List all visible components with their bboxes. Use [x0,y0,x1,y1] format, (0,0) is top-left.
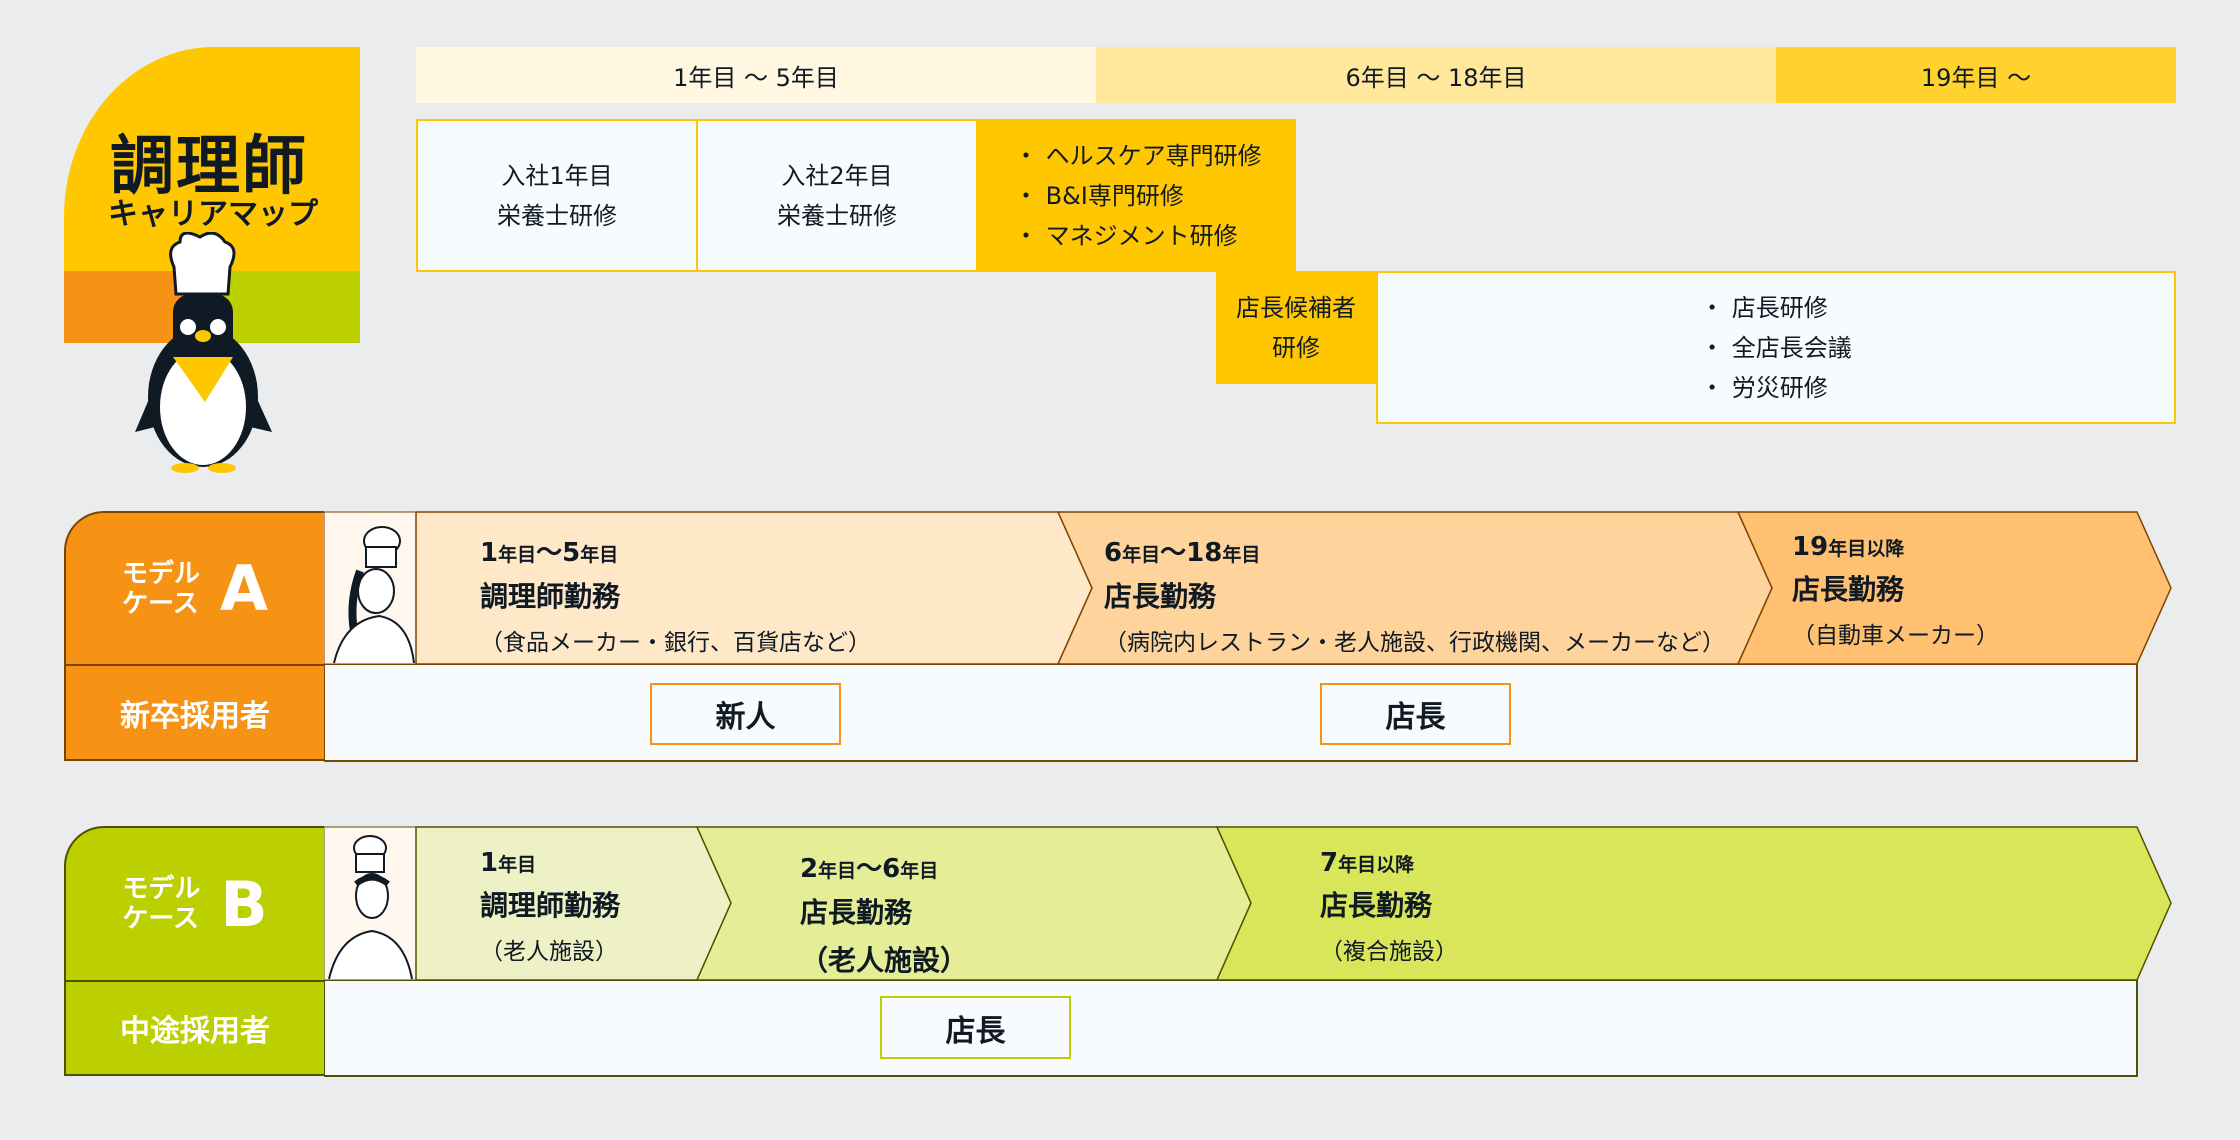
role-store-manager: 店長 [1320,683,1511,745]
training-year1: 入社1年目栄養士研修 [416,119,698,272]
training-item: ・ 店長研修 [1700,293,1828,322]
stage-a2: 6年目～18年目 店長勤務 （病院内レストラン・老人施設、行政機関、メーカーなど… [1104,532,1725,657]
stage-b2: 2年目～6年目 店長勤務 （老人施設） [800,848,968,979]
year-unit: 年目以降 [1338,854,1415,876]
training-item: ・ 労災研修 [1700,373,1828,402]
stage-arrow [695,826,1252,981]
stage-title: 店長勤務 [1104,580,1217,613]
stage-note: （老人施設） [800,944,969,977]
role-track [324,979,2138,1077]
period-years-1-5: 1年目 ～ 5年目 [416,47,1096,103]
chef-illustration [333,526,415,664]
year-num: 1 [480,538,499,568]
hire-type-mid-career: 中途採用者 [64,980,324,1076]
year-num: 5 [562,538,581,568]
stage-b1: 1年目 調理師勤務 （老人施設） [480,848,620,966]
hire-type-new-grad: 新卒採用者 [64,664,324,761]
training-item: ・ マネジメント研修 [1014,221,1238,250]
stage-title: 店長勤務 [800,896,913,929]
period-years-6-18: 6年目 ～ 18年目 [1096,47,1776,103]
case-label: ケース [122,588,199,619]
model-label: モデル [122,558,201,589]
year-num: 6 [882,854,901,884]
year-num: 2 [800,854,819,884]
year-unit: 年目以降 [1828,538,1905,560]
year-num: 19 [1792,532,1829,562]
role-track [324,663,2138,762]
training-item: ・ B&I専門研修 [1014,181,1184,210]
role-store-manager: 店長 [880,996,1071,1059]
training-item: ・ ヘルスケア専門研修 [1014,141,1262,170]
stage-note: （老人施設） [480,939,618,965]
year-num: 7 [1320,848,1339,878]
page-title: 調理師 [110,130,308,204]
period-years-19-plus: 19年目 ～ [1776,47,2176,103]
training-label: 栄養士研修 [777,201,897,230]
year-num: 6 [1104,538,1123,568]
stage-note: （病院内レストラン・老人施設、行政機関、メーカーなど） [1104,630,1725,656]
stage-note: （食品メーカー・銀行、百貨店など） [480,630,871,656]
training-item: ・ 全店長会議 [1700,333,1852,362]
year-unit: 年目 [818,860,857,882]
year-sep: ～ [856,854,883,884]
penguin-mascot-icon [135,232,272,473]
model-b-timeline [324,826,2172,1077]
model-a-timeline [324,511,2172,762]
stage-a3: 19年目以降 店長勤務 （自動車メーカー） [1792,532,1999,650]
stage-b3: 7年目以降 店長勤務 （複合施設） [1320,848,1458,966]
training-label: 栄養士研修 [497,201,617,230]
stage-title: 調理師勤務 [480,889,621,922]
model-letter: B [220,867,268,941]
training-label: 研修 [1272,333,1320,362]
training-label: 入社1年目 [501,161,613,190]
training-year2: 入社2年目栄養士研修 [696,119,978,272]
training-label: 入社2年目 [781,161,893,190]
role-newcomer: 新人 [650,683,841,745]
year-unit: 年目 [498,544,537,566]
case-label: ケース [122,904,200,934]
stage-title: 店長勤務 [1792,573,1905,606]
model-letter: A [220,552,268,625]
stage-arrow [1215,826,2172,981]
stage-a1: 1年目～5年目 調理師勤務 （食品メーカー・銀行、百貨店など） [480,532,871,657]
stage-arrow [1736,511,2172,665]
stage-note: （自動車メーカー） [1792,623,1999,649]
year-unit: 年目 [900,860,939,882]
training-manager-candidate: 店長候補者研修 [1216,271,1376,384]
training-specialized: ・ ヘルスケア専門研修・ B&I専門研修・ マネジメント研修 [976,119,1296,272]
year-unit: 年目 [1122,544,1161,566]
model-b-label: モデルケース B [64,826,324,980]
year-sep: ～ [536,538,563,568]
year-unit: 年目 [580,544,619,566]
model-a-label: モデルケース A [64,511,324,664]
year-num: 1 [480,848,499,878]
chef-illustration [328,835,413,980]
year-unit: 年目 [1222,544,1261,566]
model-label: モデル [122,874,201,904]
stage-title: 店長勤務 [1320,889,1433,922]
green-strip [212,271,360,343]
stage-note: （複合施設） [1320,939,1458,965]
page-subtitle: キャリアマップ [108,197,318,232]
year-sep: ～ [1160,538,1187,568]
year-num: 18 [1186,538,1223,568]
stage-title: 調理師勤務 [480,580,621,613]
year-unit: 年目 [498,854,537,876]
training-manager: ・ 店長研修・ 全店長会議・ 労災研修 [1376,271,2176,424]
training-label: 店長候補者 [1236,293,1356,322]
